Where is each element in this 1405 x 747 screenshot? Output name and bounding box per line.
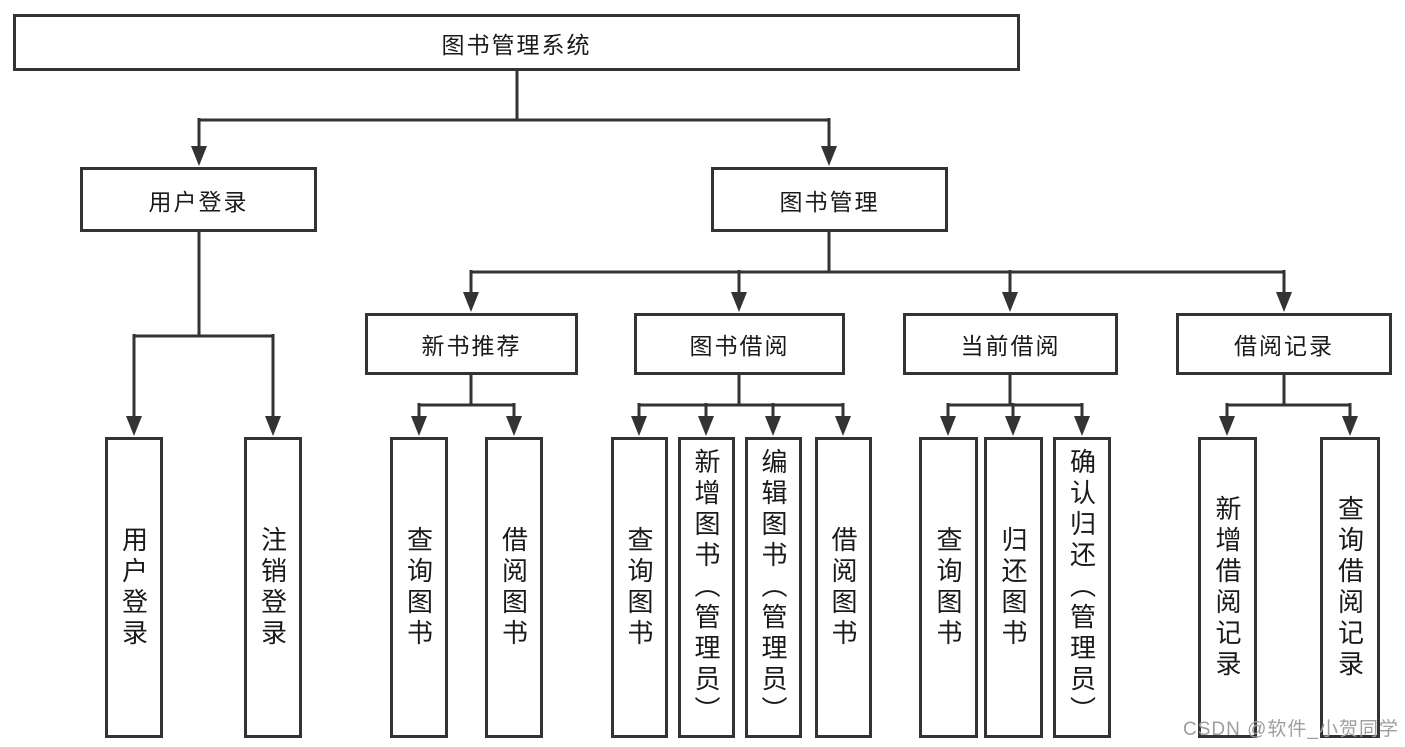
arrowhead: [940, 416, 956, 436]
arrowhead: [1219, 416, 1235, 436]
node-current-confirm-return-admin: 确认归还（管理员）: [1053, 437, 1111, 738]
node-new-book-recommend: 新书推荐: [365, 313, 578, 375]
node-borrow-borrow-books-label: 借阅图书: [828, 525, 858, 650]
node-recommend-query-books: 查询图书: [390, 437, 448, 738]
node-book-management-label: 图书管理: [779, 188, 880, 215]
node-borrowing-records-label: 借阅记录: [1234, 333, 1334, 359]
node-book-borrowing-label: 图书借阅: [689, 333, 790, 359]
node-new-book-recommend-label: 新书推荐: [421, 333, 522, 359]
node-logout-leaf-label: 注销登录: [257, 525, 288, 650]
arrowhead: [1342, 416, 1358, 436]
arrowhead: [1002, 292, 1018, 312]
arrowhead: [463, 292, 479, 312]
node-logout-leaf: 注销登录: [244, 437, 302, 738]
arrowhead: [821, 146, 837, 166]
arrowhead: [765, 416, 781, 436]
node-current-query-books-label: 查询图书: [933, 525, 963, 650]
arrowhead: [631, 416, 647, 436]
node-user-login-leaf-label: 用户登录: [118, 525, 149, 650]
arrowhead: [506, 416, 522, 436]
arrowhead: [1074, 416, 1090, 436]
node-user-login-group-label: 用户登录: [148, 188, 249, 215]
node-records-add-record: 新增借阅记录: [1198, 437, 1257, 738]
node-user-login-leaf: 用户登录: [105, 437, 163, 738]
arrowhead: [1005, 416, 1021, 436]
arrowhead: [698, 416, 714, 436]
node-borrow-add-books-admin: 新增图书（管理员）: [678, 437, 735, 738]
watermark: CSDN @软件_小贺同学: [1183, 719, 1399, 740]
arrowhead: [1276, 292, 1292, 312]
node-recommend-query-books-label: 查询图书: [403, 525, 434, 650]
node-user-login-group: 用户登录: [80, 167, 317, 232]
node-current-query-books: 查询图书: [919, 437, 978, 738]
node-borrow-edit-books-admin: 编辑图书（管理员）: [745, 437, 802, 738]
node-current-borrowing-label: 当前借阅: [960, 333, 1061, 359]
arrowhead: [191, 146, 207, 166]
node-borrow-query-books-label: 查询图书: [624, 525, 654, 650]
node-recommend-borrow-books-label: 借阅图书: [498, 525, 529, 650]
node-current-borrowing: 当前借阅: [903, 313, 1118, 375]
node-borrow-query-books: 查询图书: [611, 437, 668, 738]
arrowhead: [411, 416, 427, 436]
node-library-system: 图书管理系统: [13, 14, 1020, 71]
node-current-return-books: 归还图书: [984, 437, 1043, 738]
node-records-add-record-label: 新增借阅记录: [1212, 494, 1242, 681]
node-current-return-books-label: 归还图书: [998, 525, 1028, 650]
node-records-query-record-label: 查询借阅记录: [1334, 494, 1365, 681]
node-records-query-record: 查询借阅记录: [1320, 437, 1380, 738]
node-book-management: 图书管理: [711, 167, 948, 232]
node-borrow-add-books-admin-label: 新增图书（管理员）: [691, 448, 721, 727]
node-library-system-label: 图书管理系统: [441, 31, 592, 58]
node-borrow-edit-books-admin-label: 编辑图书（管理员）: [758, 448, 788, 727]
node-current-confirm-return-admin-label: 确认归还（管理员）: [1066, 448, 1097, 727]
arrowhead: [731, 292, 747, 312]
node-borrowing-records: 借阅记录: [1176, 313, 1392, 375]
node-borrow-borrow-books: 借阅图书: [815, 437, 872, 738]
arrowhead: [265, 416, 281, 436]
node-recommend-borrow-books: 借阅图书: [485, 437, 543, 738]
arrowhead: [835, 416, 851, 436]
arrowhead: [126, 416, 142, 436]
node-book-borrowing: 图书借阅: [634, 313, 845, 375]
